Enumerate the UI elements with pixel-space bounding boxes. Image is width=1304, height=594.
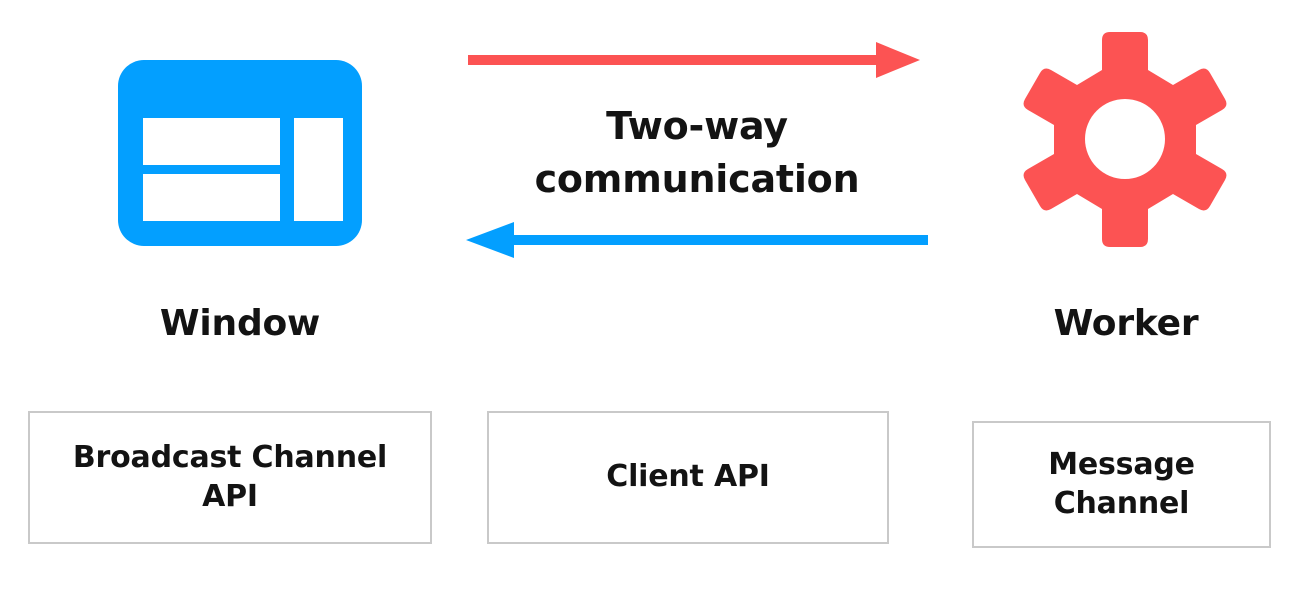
api-box-broadcast-channel: Broadcast Channel API (28, 411, 432, 544)
api-box-broadcast-line-2: API (202, 478, 258, 514)
node-label-worker: Worker (1053, 303, 1199, 344)
arrow-right-icon (468, 42, 920, 78)
api-box-message-line-1: Message (1048, 447, 1195, 483)
caption-line-1: Two-way (606, 104, 788, 148)
arrow-left-icon (466, 222, 928, 258)
gear-icon (1010, 28, 1240, 258)
window-pane-right (294, 118, 343, 221)
api-box-broadcast-line-1: Broadcast Channel (72, 440, 388, 476)
window-pane-top-left (143, 118, 280, 165)
api-box-client-api: Client API (487, 411, 889, 544)
window-pane-bottom-left (143, 174, 280, 221)
api-box-message-channel: Message Channel (972, 421, 1271, 548)
api-box-client-line-1: Client API (606, 459, 770, 495)
browser-window-icon (118, 60, 362, 246)
api-box-message-line-2: Channel (1053, 485, 1190, 521)
connector-caption: Two-way communication (472, 100, 922, 206)
caption-line-2: communication (534, 157, 860, 202)
node-label-window: Window (159, 303, 321, 344)
